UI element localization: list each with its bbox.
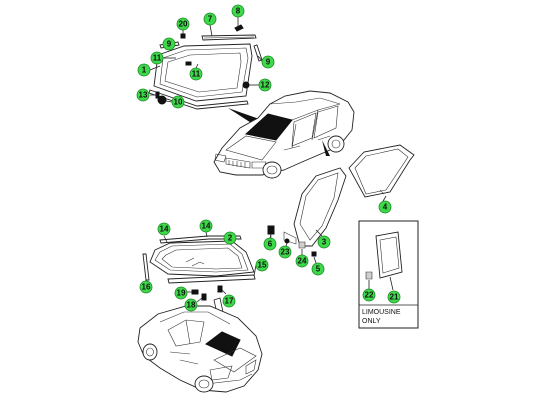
rear-glass-lower-molding	[167, 274, 256, 284]
callout-20: 20	[176, 17, 190, 31]
part-5-icon	[311, 251, 317, 257]
bolt-6-icon	[267, 225, 275, 235]
callout-11-center: 11	[189, 67, 203, 81]
callout-2: 2	[223, 231, 237, 245]
clip-19-icon	[191, 289, 199, 295]
rear-glass-assembly	[142, 235, 256, 337]
callout-1: 1	[137, 63, 151, 77]
callout-7: 7	[203, 12, 217, 26]
callout-6: 6	[263, 237, 277, 251]
callout-label: 6	[268, 240, 273, 249]
callout-label: 24	[298, 257, 307, 266]
callout-label: 22	[365, 291, 374, 300]
callout-15: 15	[255, 258, 269, 272]
callout-9-right: 9	[261, 55, 275, 69]
limousine-note-line2: ONLY	[362, 318, 381, 325]
callout-label: 20	[179, 20, 188, 29]
clip-18-icon	[201, 293, 207, 301]
part-23-icon	[284, 238, 290, 244]
fastener-10-icon	[157, 95, 167, 105]
callout-11-left: 11	[150, 51, 164, 65]
callout-19: 19	[174, 286, 188, 300]
callout-label: 15	[258, 261, 267, 270]
callout-12: 12	[258, 78, 272, 92]
callout-label: 19	[177, 289, 186, 298]
leader-lines	[145, 17, 394, 303]
callout-label: 7	[208, 15, 213, 24]
callout-label: 4	[383, 203, 388, 212]
callout-23: 23	[278, 245, 292, 259]
callout-5: 5	[311, 262, 325, 276]
side-strip-16	[142, 253, 150, 281]
windshield-side-molding-right	[253, 44, 263, 62]
door-glass-group	[267, 144, 415, 257]
nut-12-icon	[242, 81, 250, 89]
windshield-glass	[153, 43, 253, 102]
callout-label: 12	[261, 81, 270, 90]
limousine-inset: LIMOUSINE ONLY	[358, 220, 419, 329]
callout-label: 11	[192, 70, 201, 79]
clip-17-icon	[217, 285, 223, 293]
rear-door-glass	[348, 144, 415, 198]
callout-label: 8	[236, 7, 241, 16]
callout-label: 17	[225, 297, 234, 306]
callout-label: 2	[228, 234, 233, 243]
callout-label: 14	[160, 225, 169, 234]
callout-label: 16	[142, 283, 151, 292]
clip-8-icon	[234, 24, 244, 32]
callout-4: 4	[378, 200, 392, 214]
callout-18: 18	[184, 298, 198, 312]
callout-label: 5	[316, 265, 321, 274]
callout-24: 24	[295, 254, 309, 268]
limousine-note-line1: LIMOUSINE	[362, 309, 401, 316]
callout-label: 23	[281, 248, 290, 257]
callout-label: 3	[322, 238, 327, 247]
callout-label: 10	[174, 98, 183, 107]
rear-glass-top-molding	[159, 235, 242, 244]
callout-17: 17	[222, 294, 236, 308]
part-24-icon	[298, 241, 306, 249]
callout-16: 16	[139, 280, 153, 294]
callout-21: 21	[387, 290, 401, 304]
callout-10: 10	[171, 95, 185, 109]
callout-13: 13	[136, 88, 150, 102]
callout-label: 9	[167, 40, 172, 49]
car-front-view	[213, 90, 355, 179]
callout-label: 1	[142, 66, 147, 75]
callout-label: 21	[390, 293, 399, 302]
callout-label: 11	[153, 54, 162, 63]
callout-8: 8	[231, 4, 245, 18]
front-door-glass	[293, 167, 347, 247]
callout-14-right: 14	[199, 219, 213, 233]
callout-label: 14	[202, 222, 211, 231]
callout-9-left: 9	[162, 37, 176, 51]
callout-label: 13	[139, 91, 148, 100]
part-22-icon	[365, 271, 373, 280]
callout-22: 22	[362, 288, 376, 302]
clip-20-icon	[180, 33, 186, 39]
callout-label: 18	[187, 301, 196, 310]
callout-label: 9	[266, 58, 271, 67]
car-rear-view	[137, 305, 263, 393]
callout-3: 3	[317, 235, 331, 249]
callout-14-left: 14	[157, 222, 171, 236]
